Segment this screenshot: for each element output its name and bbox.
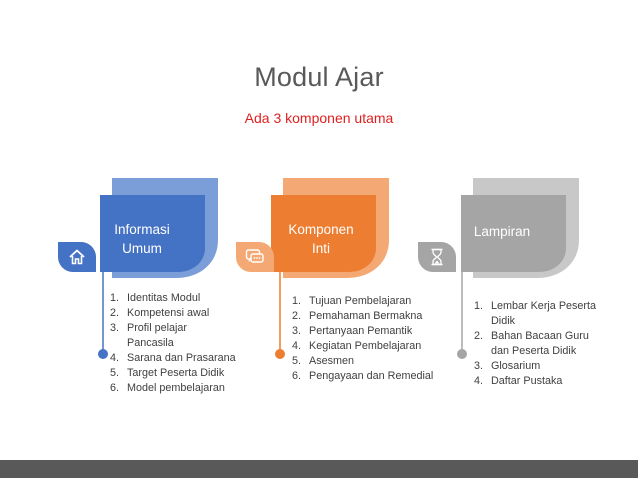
leaf-title-line-1: Komponen: [288, 222, 354, 237]
list-item-text: Lembar Kerja Peserta: [491, 300, 597, 312]
list-item-text: Kompetensi awal: [127, 307, 210, 319]
list-item: 4. Sarana dan Prasarana: [110, 351, 250, 366]
list-item-text: Kegiatan Pembelajaran: [309, 340, 422, 352]
leaf-title-line-1: Informasi: [114, 222, 170, 237]
slide-subtitle: Ada 3 komponen utama: [244, 110, 394, 126]
list-item: 5. Target Peserta Didik: [110, 366, 250, 381]
list-item: Didik: [474, 314, 614, 329]
hourglass-icon: [431, 248, 443, 266]
list-item-number: 1.: [292, 295, 302, 307]
list-item: 2. Kompetensi awal: [110, 306, 250, 321]
list-item-number: 6.: [292, 370, 302, 382]
list-item-text: Target Peserta Didik: [127, 367, 225, 379]
list-item-number: 6.: [110, 382, 120, 394]
list-item-number: 2.: [292, 310, 302, 322]
icon-box-lampiran: [418, 242, 456, 272]
list-item: 1. Lembar Kerja Peserta: [474, 299, 614, 314]
list-item: 3. Profil pelajar: [110, 321, 250, 336]
icon-box-komponen-inti: [236, 242, 274, 272]
leaf-title-komponen-inti: Komponen Inti: [280, 220, 362, 258]
list-item-number: 5.: [110, 367, 120, 379]
list-item-number: 1.: [110, 292, 120, 304]
leaf-title-line-1: Lampiran: [473, 224, 531, 239]
list-item: 1. Identitas Modul: [110, 291, 250, 306]
list-lampiran: 1. Lembar Kerja Peserta Didik 2. Bahan Bac…: [474, 299, 614, 389]
list-item-number: 4.: [474, 375, 484, 387]
list-item: dan Peserta Didik: [474, 344, 614, 359]
list-item: 2. Bahan Bacaan Guru: [474, 329, 614, 344]
list-item-text: Model pembelajaran: [127, 382, 225, 394]
list-item-text: Daftar Pustaka: [491, 375, 563, 387]
list-item-text: Pancasila: [127, 337, 174, 349]
list-item-number: 3.: [474, 360, 484, 372]
list-item: 6. Pengayaan dan Remedial: [292, 369, 442, 384]
list-item-text: Pengayaan dan Remedial: [309, 370, 434, 382]
leaf-title-line-2: Umum: [122, 241, 162, 256]
list-item-number: 2.: [110, 307, 120, 319]
home-icon: [69, 249, 85, 265]
list-item: 6. Model pembelajaran: [110, 381, 250, 396]
list-item: 4. Kegiatan Pembelajaran: [292, 339, 442, 354]
list-item-number: 4.: [110, 352, 120, 364]
leaf-title-lampiran: Lampiran: [466, 222, 538, 241]
list-item: 2. Pemahaman Bermakna: [292, 309, 442, 324]
leaf-title-informasi-umum: Informasi Umum: [104, 220, 180, 258]
list-item-text: Pemahaman Bermakna: [309, 310, 423, 322]
list-item-text: dan Peserta Didik: [491, 345, 577, 357]
slide-title: Modul Ajar: [254, 62, 384, 92]
list-item: 1. Tujuan Pembelajaran: [292, 294, 442, 309]
list-item-text: Identitas Modul: [127, 292, 201, 304]
list-item-text: Profil pelajar: [127, 322, 188, 334]
list-item-text: Tujuan Pembelajaran: [309, 295, 412, 307]
list-item: Pancasila: [110, 336, 250, 351]
list-item: 5. Asesmen: [292, 354, 442, 369]
list-item: 3. Pertanyaan Pemantik: [292, 324, 442, 339]
list-item-number: 3.: [292, 325, 302, 337]
list-item-number: 5.: [292, 355, 302, 367]
list-item-number: 4.: [292, 340, 302, 352]
list-item: 3. Glosarium: [474, 359, 614, 374]
list-item-number: 2.: [474, 330, 484, 342]
list-item-text: Pertanyaan Pemantik: [309, 325, 413, 337]
chat-icon: [245, 249, 264, 263]
list-komponen-inti: 1. Tujuan Pembelajaran 2. Pemahaman Bermak…: [292, 294, 442, 384]
list-item-text: Didik: [491, 315, 515, 327]
list-item-text: Sarana dan Prasarana: [127, 352, 236, 364]
icon-box-informasi-umum: [58, 242, 96, 272]
list-item-text: Bahan Bacaan Guru: [491, 330, 589, 342]
list-item-number: 3.: [110, 322, 120, 334]
leaf-title-line-2: Inti: [311, 241, 330, 256]
list-informasi-umum: 1. Identitas Modul 2. Kompetensi awal 3. Pr…: [110, 291, 250, 396]
list-item-text: Asesmen: [309, 355, 355, 367]
footer-bar: [0, 460, 638, 478]
list-item-text: Glosarium: [491, 360, 541, 372]
list-item-number: 1.: [474, 300, 484, 312]
list-item: 4. Daftar Pustaka: [474, 374, 614, 389]
